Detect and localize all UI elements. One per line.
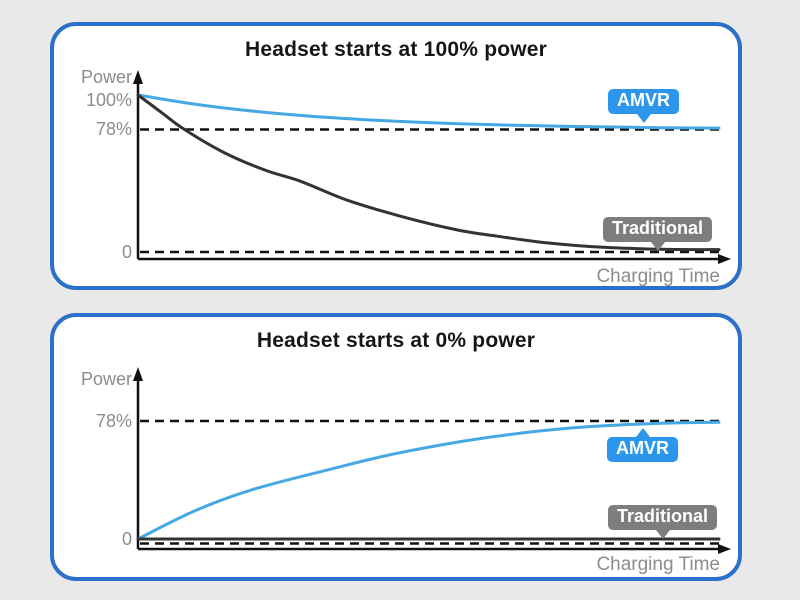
x-axis-label: Charging Time xyxy=(596,266,720,287)
y-tick-78: 78% xyxy=(95,411,132,431)
amvr-badge: AMVR xyxy=(607,428,678,462)
y-axis-title: Power xyxy=(80,67,132,87)
series-traditional-line xyxy=(136,93,721,252)
y-tick-0: 0 xyxy=(121,242,132,262)
series-amvr-line xyxy=(136,93,721,130)
traditional-badge: Traditional xyxy=(608,505,718,539)
series-amvr-line xyxy=(136,420,721,541)
traditional-badge: Traditional xyxy=(603,217,713,251)
y-tick-78: 78% xyxy=(95,119,132,139)
y-tick-0: 0 xyxy=(121,529,132,549)
y-axis-arrow-icon xyxy=(133,367,143,381)
y-tick-100: 100% xyxy=(85,90,132,110)
y-axis-arrow-icon xyxy=(133,70,143,84)
y-axis-title: Power xyxy=(80,369,132,389)
traditional-badge-label: Traditional xyxy=(612,218,704,238)
badge-pointer-icon xyxy=(635,428,650,437)
chart-svg xyxy=(133,367,731,554)
badge-pointer-icon xyxy=(636,114,651,123)
x-axis-label: Charging Time xyxy=(596,554,720,575)
chart-panel-0-power: Headset starts at 0% power Power 78% 0 C… xyxy=(50,313,742,581)
chart-title: Headset starts at 100% power xyxy=(244,38,548,61)
chart-title: Headset starts at 0% power xyxy=(256,329,536,352)
badge-pointer-icon xyxy=(655,530,670,539)
x-axis-arrow-icon xyxy=(718,544,731,554)
x-axis-arrow-icon xyxy=(718,254,731,264)
badge-pointer-icon xyxy=(650,242,665,251)
chart-svg xyxy=(133,70,731,264)
amvr-badge: AMVR xyxy=(608,89,679,123)
amvr-badge-label: AMVR xyxy=(617,90,670,110)
traditional-badge-label: Traditional xyxy=(617,506,709,526)
amvr-badge-label: AMVR xyxy=(616,438,669,458)
chart-panel-100-power: Headset starts at 100% power Power 100% … xyxy=(50,22,742,290)
